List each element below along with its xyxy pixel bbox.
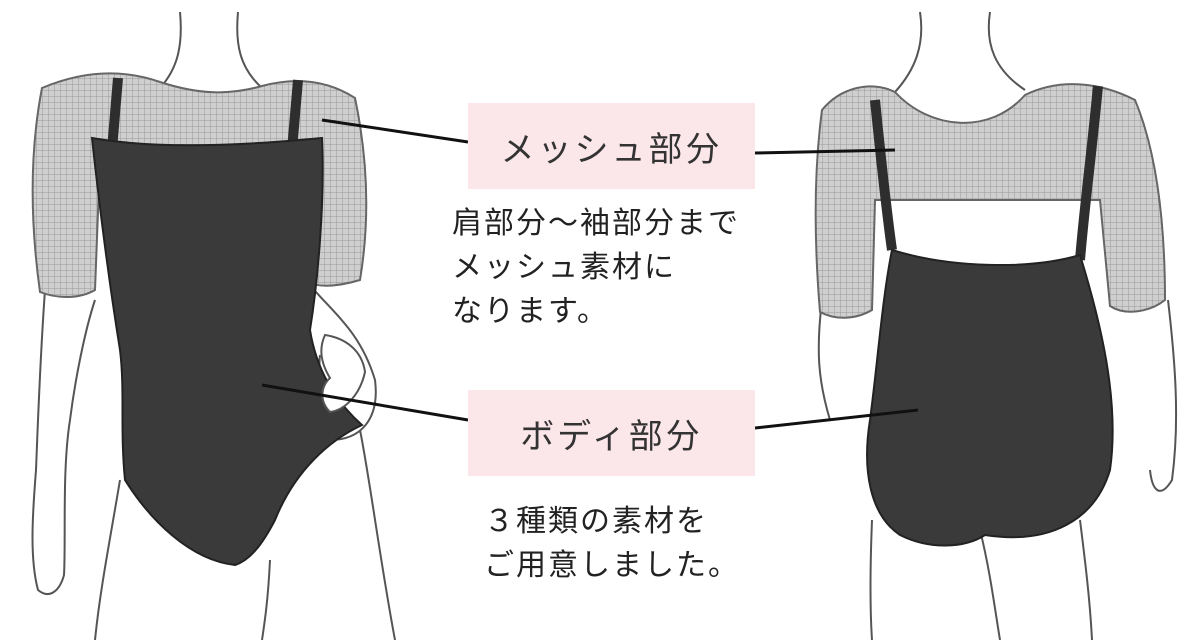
neck-outline	[159, 11, 263, 89]
legs-outline	[94, 429, 396, 640]
back-strap-left	[870, 99, 897, 251]
body-description-line: ご用意しました。	[484, 548, 740, 583]
mesh-description: 肩部分～袖部分まで メッシュ素材に なります。	[452, 202, 740, 334]
back-arms-outline	[817, 299, 1178, 492]
body-leader-left	[261, 383, 469, 422]
back-mesh-top	[814, 83, 1167, 319]
mesh-part-label: メッシュ部分	[468, 103, 755, 189]
front-strap-right	[287, 79, 303, 151]
mesh-leader-right	[754, 148, 896, 155]
mesh-description-line: なります。	[452, 294, 609, 329]
back-body-garment	[866, 248, 1114, 547]
front-body-garment	[90, 136, 364, 567]
body-leader-right	[754, 408, 919, 430]
body-description-line: ３種類の素材を	[484, 504, 708, 539]
back-strap-right	[1075, 85, 1103, 261]
back-legs-outline	[869, 519, 1093, 640]
back-view-figure	[814, 11, 1178, 640]
body-part-label-text: ボディ部分	[520, 416, 703, 457]
mesh-description-line: 肩部分～袖部分まで	[452, 206, 740, 241]
back-neck-outline	[894, 11, 1026, 93]
body-part-label: ボディ部分	[468, 390, 755, 476]
left-arm-outline	[31, 289, 96, 595]
front-strap-left	[107, 77, 123, 151]
body-description: ３種類の素材を ご用意しました。	[484, 500, 740, 588]
mesh-description-line: メッシュ素材に	[452, 250, 676, 285]
front-hand	[320, 333, 367, 414]
mesh-leader-left	[321, 118, 469, 144]
mesh-part-label-text: メッシュ部分	[500, 129, 723, 170]
